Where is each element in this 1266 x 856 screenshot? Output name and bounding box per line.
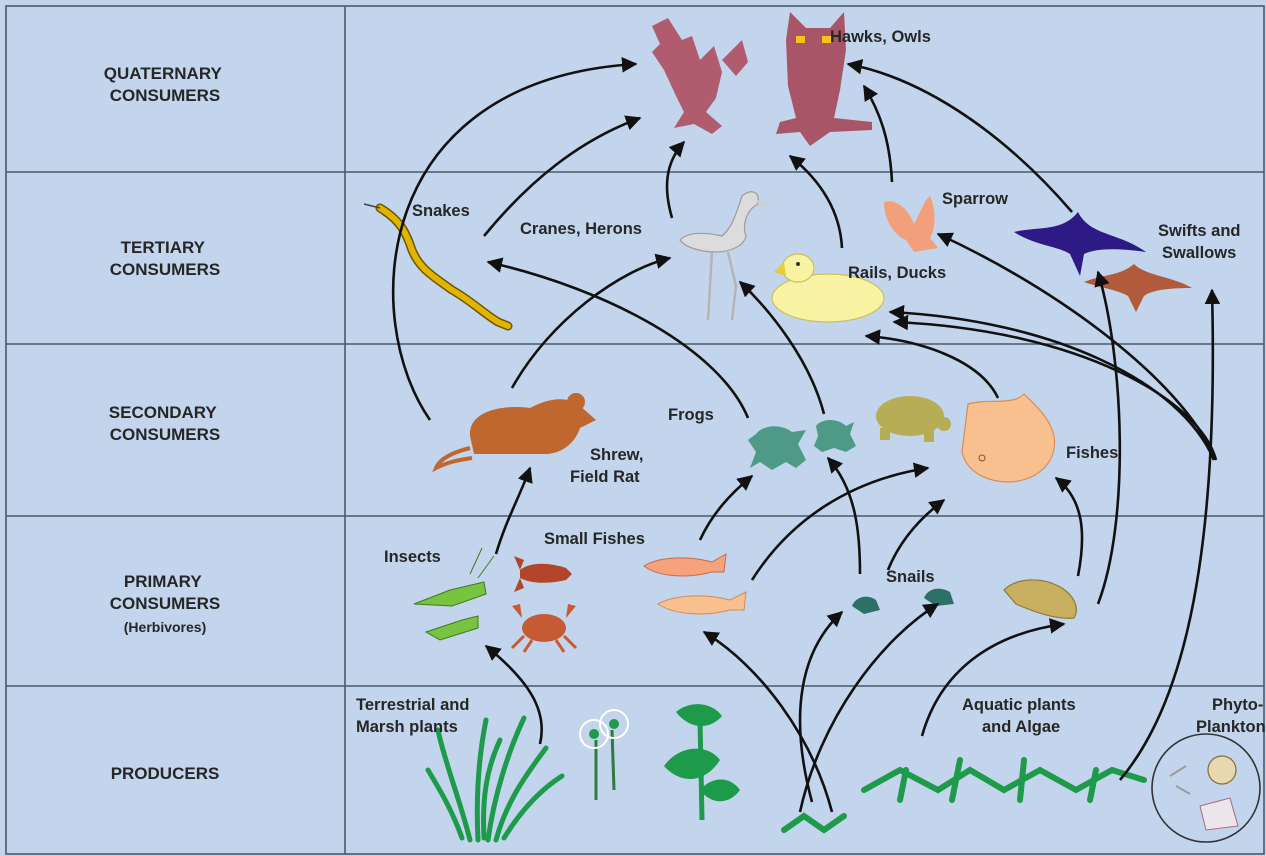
cranes-herons-label: Cranes, Herons — [520, 220, 642, 238]
snakes-label: Snakes — [412, 202, 470, 220]
producers-label: PRODUCERS — [111, 764, 220, 783]
rails-ducks-label: Rails, Ducks — [848, 264, 946, 282]
insects-label: Insects — [384, 548, 441, 566]
herbivores-label: (Herbivores) — [124, 619, 206, 635]
small-fishes-label: Small Fishes — [544, 530, 645, 548]
hawks-owls-label: Hawks, Owls — [830, 28, 931, 46]
sparrow-label: Sparrow — [942, 190, 1008, 208]
frogs-label: Frogs — [668, 406, 714, 424]
snails-label: Snails — [886, 568, 935, 586]
fishes-label: Fishes — [1066, 444, 1118, 462]
